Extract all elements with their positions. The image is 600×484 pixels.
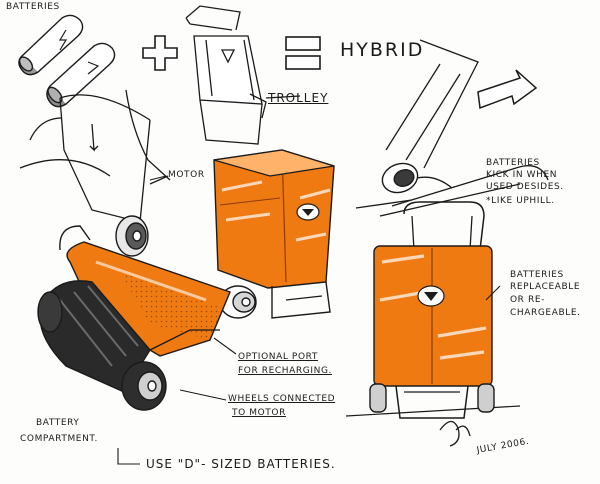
motor-label: MOTOR — [168, 170, 205, 180]
motor-trolley-sketch — [19, 89, 171, 223]
leader-lines — [117, 175, 501, 465]
uphill-trolley-sketch — [355, 39, 549, 217]
optional-port-line-2: FOR RECHARGING. — [238, 366, 332, 376]
wheels-connected-line-2: TO MOTOR — [232, 408, 286, 418]
kick-in-note-line-3: USED DESIDES. — [486, 182, 564, 192]
d-sized-batteries-note: USE "D"- SIZED BATTERIES. — [146, 457, 336, 471]
signature — [439, 420, 471, 447]
battery-sketch-1 — [18, 14, 84, 76]
optional-port-line-1: OPTIONAL PORT — [238, 352, 318, 362]
motor-wheel — [115, 215, 149, 257]
battery-compartment-sketch — [37, 225, 231, 393]
uphill-wheel — [381, 162, 419, 194]
replaceable-note-line-3: OR RE- — [510, 295, 545, 305]
kick-in-note-line-2: KICK IN WHEN — [486, 170, 558, 180]
plus-icon — [142, 35, 178, 71]
replaceable-note-line-2: REPLACEABLE — [510, 282, 581, 292]
orange-trolley-body — [213, 149, 335, 319]
wheels-connected-line-1: WHEELS CONNECTED — [228, 394, 336, 404]
trolley-handle-sketch — [185, 5, 301, 145]
battery-compartment-line-2: COMPARTMENT. — [20, 434, 98, 444]
replaceable-note-line-1: BATTERIES — [510, 270, 564, 280]
uphill-arrow-icon — [477, 69, 538, 110]
front-view-wheels — [369, 383, 495, 413]
batteries-heading: BATTERIES — [6, 2, 60, 12]
battery-compartment-line-1: BATTERY — [36, 418, 80, 428]
replaceable-note-line-4: CHARGEABLE. — [510, 308, 581, 318]
hybrid-heading: HYBRID — [340, 39, 425, 61]
trolley-label: TROLLEY — [268, 91, 329, 105]
kick-in-note-line-4: *LIKE UPHILL. — [486, 196, 555, 206]
equals-icon — [285, 36, 321, 70]
compartment-wheel — [121, 361, 167, 411]
kick-in-note-line-1: BATTERIES — [486, 158, 540, 168]
